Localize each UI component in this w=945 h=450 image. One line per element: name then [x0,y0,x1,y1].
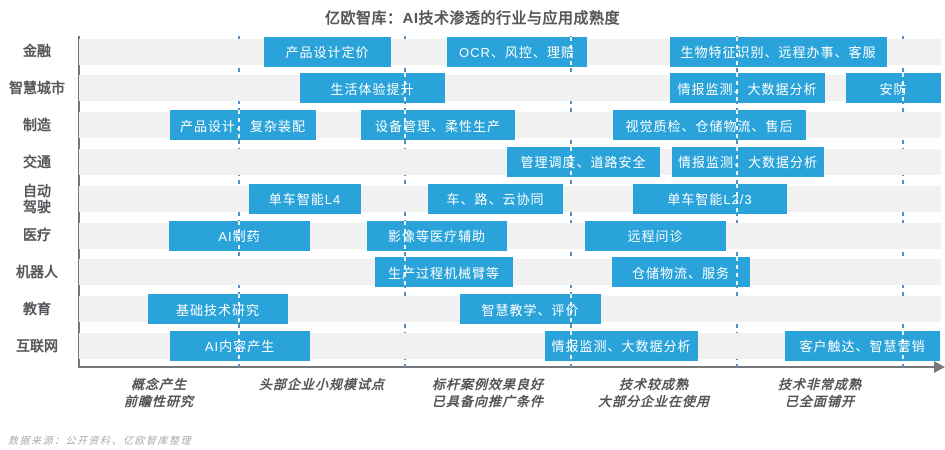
row-label: 交通 [23,153,51,170]
stage-label: 技术非常成熟 已全面铺开 [777,377,862,409]
stage-label: 概念产生 前瞻性研究 [123,377,194,409]
stage-divider-overlay [404,73,406,104]
maturity-bar: 影像等医疗辅助 [367,220,507,251]
maturity-bar: 客户触达、智慧营销 [785,330,940,361]
stage-divider-overlay [404,110,406,141]
row-label: 金融 [23,43,51,60]
maturity-bar: 产品设计定价 [264,36,391,67]
stage-label: 技术较成熟 大部分企业在使用 [597,377,710,409]
maturity-bar: 产品设计、复杂装配 [170,110,316,141]
stage-divider-overlay [570,146,572,177]
stage-divider-overlay [736,183,738,214]
stage-label: 头部企业小规模试点 [258,377,385,392]
maturity-bar: 生物特征识别、远程办事、客服 [670,36,887,67]
maturity-bar: 管理调度、道路安全 [507,146,660,177]
maturity-bar: 设备管理、柔性生产 [361,110,515,141]
maturity-bar: 情报监测、大数据分析 [672,146,824,177]
stage-divider-overlay [736,146,738,177]
chart-title: 亿欧智库：AI技术渗透的行业与应用成熟度 [324,10,620,27]
row-label: 自动 驾驶 [23,182,51,215]
maturity-bar: 仓储物流、服务 [612,257,750,288]
stage-divider-overlay [736,36,738,67]
stage-divider-overlay [736,73,738,104]
maturity-bar: AI制药 [169,220,310,251]
maturity-bar: 车、路、云协同 [428,183,563,214]
stage-divider-overlay [238,110,240,141]
stage-divider-overlay [404,257,406,288]
stage-divider-overlay [736,257,738,288]
row-label: 互联网 [16,337,58,354]
row-label: 机器人 [16,264,58,281]
stage-divider-overlay [570,36,572,67]
maturity-bar: AI内容产生 [170,330,310,361]
stage-divider-overlay [238,294,240,325]
row-label: 智慧城市 [9,80,65,97]
row-label: 教育 [23,301,51,318]
maturity-bar: 视觉质检、仓储物流、售后 [613,110,806,141]
row-label: 医疗 [23,227,51,244]
maturity-bar: 单车智能L2/3 [633,183,787,214]
maturity-bar: 情报监测、大数据分析 [545,330,698,361]
source-note: 数据来源：公开资料、亿欧智库整理 [8,436,192,447]
stage-divider-overlay [238,220,240,251]
maturity-bar: 生活体验提升 [300,73,445,104]
stage-divider-overlay [736,110,738,141]
maturity-bar: 单车智能L4 [249,183,361,214]
stage-divider-overlay [570,330,572,361]
stage-divider-overlay [902,73,904,104]
x-axis-arrow-icon [934,361,945,373]
maturity-bar: 智慧教学、评价 [460,294,601,325]
stage-label: 标杆案例效果良好 已具备向推广条件 [431,377,544,409]
stage-divider-overlay [902,330,904,361]
maturity-bar: OCR、风控、理赔 [447,36,587,67]
maturity-bar: 远程问诊 [585,220,726,251]
stage-divider-overlay [404,220,406,251]
maturity-bar: 安防 [846,73,941,104]
stage-divider-overlay [570,294,572,325]
row-label: 制造 [23,117,51,134]
x-axis-line [78,366,936,368]
maturity-bar: 生产过程机械臂等 [375,257,513,288]
maturity-bar: 情报监测、大数据分析 [670,73,825,104]
stage-divider-overlay [238,330,240,361]
maturity-bar: 基础技术研究 [148,294,288,325]
